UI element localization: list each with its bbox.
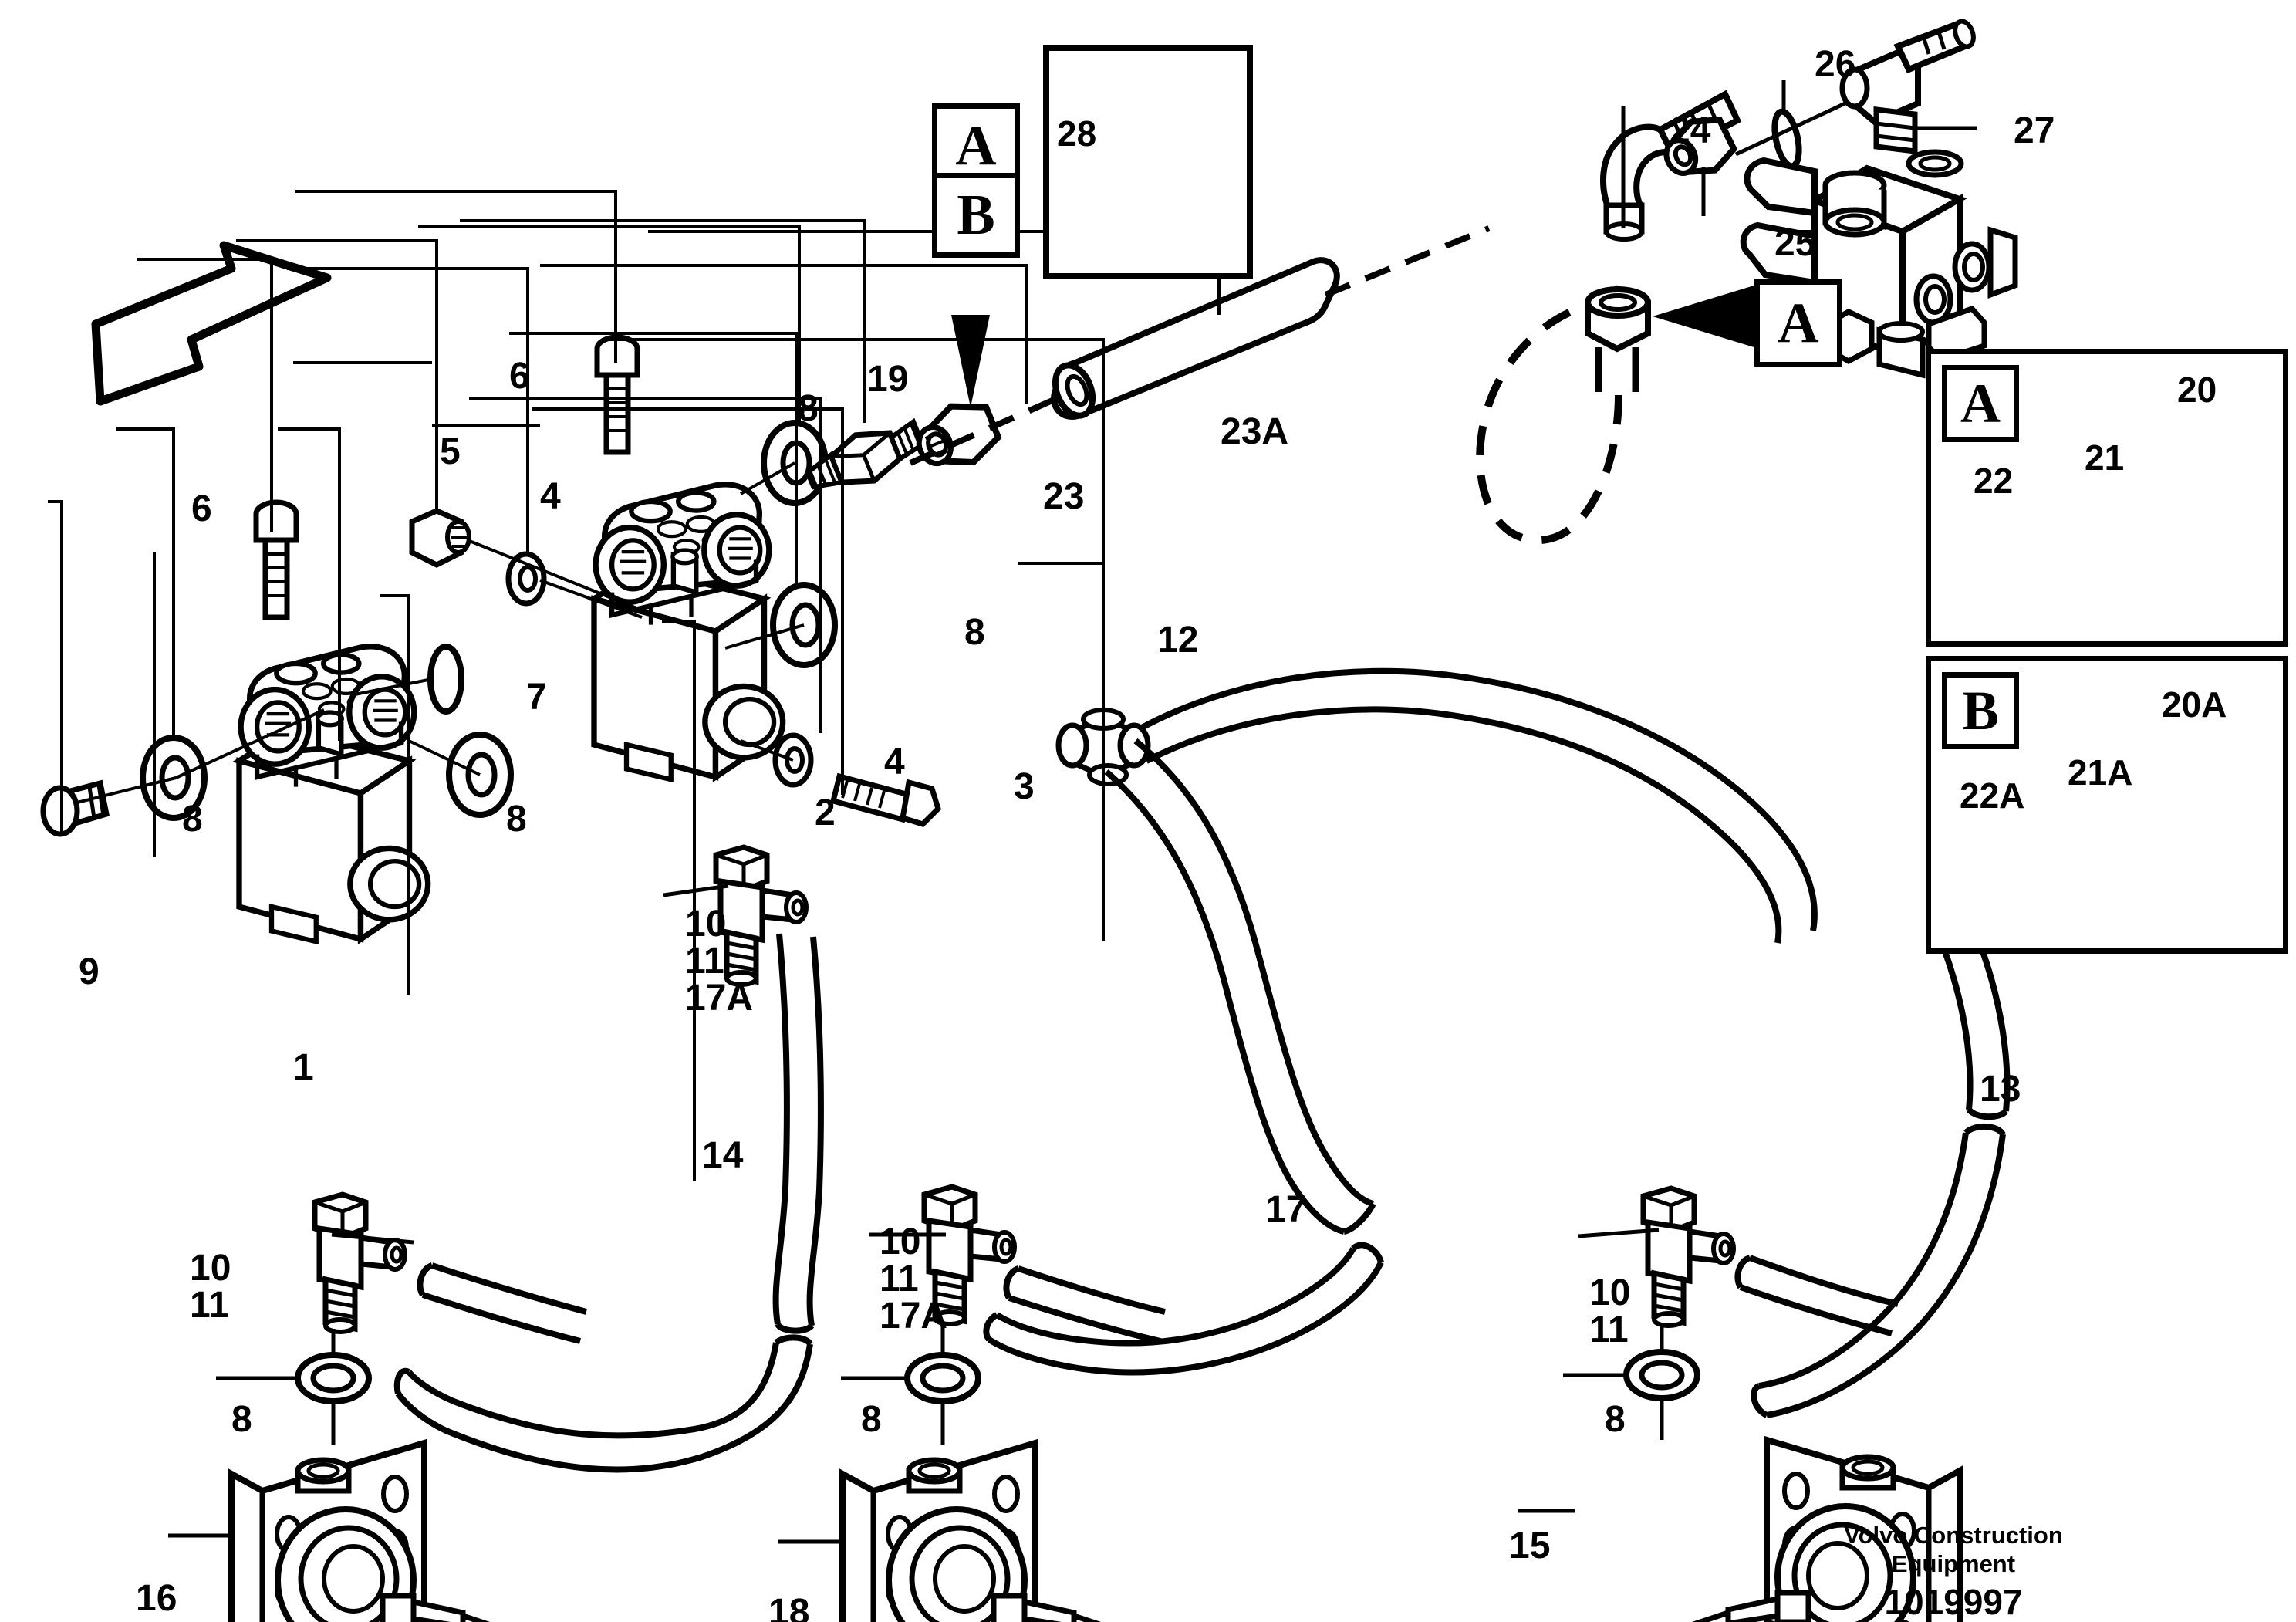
callout-8-c8a: 8 — [798, 388, 819, 429]
hose-13 — [1751, 941, 2011, 1418]
callout-8-c8d: 8 — [506, 799, 527, 840]
hose-stub-16 — [417, 1262, 588, 1344]
callout-26-c26: 26 — [1815, 44, 1856, 85]
callout-22: 22 — [1974, 461, 2014, 501]
callout-14-c14: 14 — [702, 1135, 744, 1176]
callout-21: 21 — [2085, 438, 2125, 478]
callout-17-c17: 17 — [1265, 1189, 1307, 1230]
callout-13-c13: 13 — [1980, 1069, 2021, 1110]
adapter-19 — [805, 417, 926, 490]
washer-4a — [505, 551, 547, 607]
callout-21A: 21A — [2068, 752, 2133, 792]
callout-6-c6a: 6 — [191, 488, 212, 529]
callout-12-c12: 12 — [1157, 620, 1199, 661]
callout-stack-s_left_cyl: 10 11 — [190, 1248, 231, 1326]
hose-17 — [983, 667, 1818, 1376]
detail-box-A-tag: A — [1942, 365, 2019, 442]
callout-2-c2: 2 — [815, 792, 836, 833]
callout-25-c25: 25 — [1774, 223, 1816, 264]
tube-23A — [1051, 257, 1340, 420]
callout-8-c8e: 8 — [231, 1399, 252, 1440]
nut-5 — [409, 508, 471, 568]
callout-23A-c23A: 23A — [1221, 411, 1289, 452]
callout-20: 20 — [2177, 370, 2217, 410]
callout-20A: 20A — [2162, 684, 2227, 725]
callout-5-c5: 5 — [440, 431, 461, 472]
callout-stack-s_mid_valve: 10 11 17A — [685, 904, 754, 1019]
callout-8-c8c: 8 — [182, 799, 203, 840]
callout-16: 16 — [136, 1578, 177, 1619]
plug-9 — [40, 779, 110, 837]
callout-15: 15 — [1509, 1526, 1551, 1566]
callout-3-c3: 3 — [1014, 766, 1035, 807]
callout-8-c8g: 8 — [1605, 1399, 1626, 1440]
callout-1-c1: 1 — [293, 1047, 314, 1088]
callout-4-c4b: 4 — [884, 742, 905, 782]
bolt-6a — [253, 499, 299, 620]
detail-box-B-tag: B — [1942, 672, 2019, 749]
a-callout-box: A — [1754, 279, 1842, 367]
hose-stub-15 — [1734, 1255, 1899, 1336]
footer-block: Volvo Construction Equipment 1019997 — [1838, 1522, 2069, 1622]
nut-23 — [916, 403, 1002, 467]
detail-box-B: B — [1926, 656, 2288, 954]
footer-company-line1: Volvo Construction — [1844, 1522, 2063, 1549]
detail-box-A: A — [1926, 349, 2288, 647]
callout-19-c19: 19 — [867, 359, 909, 400]
callout-9-c9: 9 — [79, 951, 100, 992]
callout-6-c6b: 6 — [509, 356, 530, 397]
callout-18: 18 — [768, 1592, 810, 1622]
callout-7-c7: 7 — [526, 677, 547, 718]
footer-company-line2: Equipment — [1891, 1549, 2016, 1577]
footer-drawing-number: 1019997 — [1884, 1582, 2023, 1622]
hose-14 — [393, 933, 824, 1473]
nut-fitting-A — [1585, 285, 1651, 392]
callout-stack-s_right_cyl: 10 11 — [1589, 1272, 1631, 1350]
ab-marker-b: B — [932, 173, 1020, 258]
callout-27-c27: 27 — [2014, 110, 2055, 151]
callout-8-c8f: 8 — [861, 1399, 882, 1440]
hose-stub-18 — [1003, 1265, 1166, 1344]
callout-stack-s_mid_cyl: 10 11 17A — [880, 1222, 948, 1336]
air-manifold-block — [1740, 149, 2018, 379]
callout-23-c23: 23 — [1043, 476, 1085, 517]
callout-4-c4a: 4 — [540, 476, 561, 517]
direction-arrow — [91, 241, 332, 406]
cable-tie-detail-box — [1043, 45, 1253, 279]
tee-fitting-27 — [1839, 19, 1976, 154]
callout-22A: 22A — [1960, 776, 2025, 816]
callout-8-c8b: 8 — [964, 612, 985, 653]
callout-28: 28 — [1057, 113, 1097, 154]
bolt-3 — [829, 772, 941, 827]
callout-24-c24: 24 — [1670, 110, 1711, 151]
nut-25 — [1663, 117, 1738, 176]
